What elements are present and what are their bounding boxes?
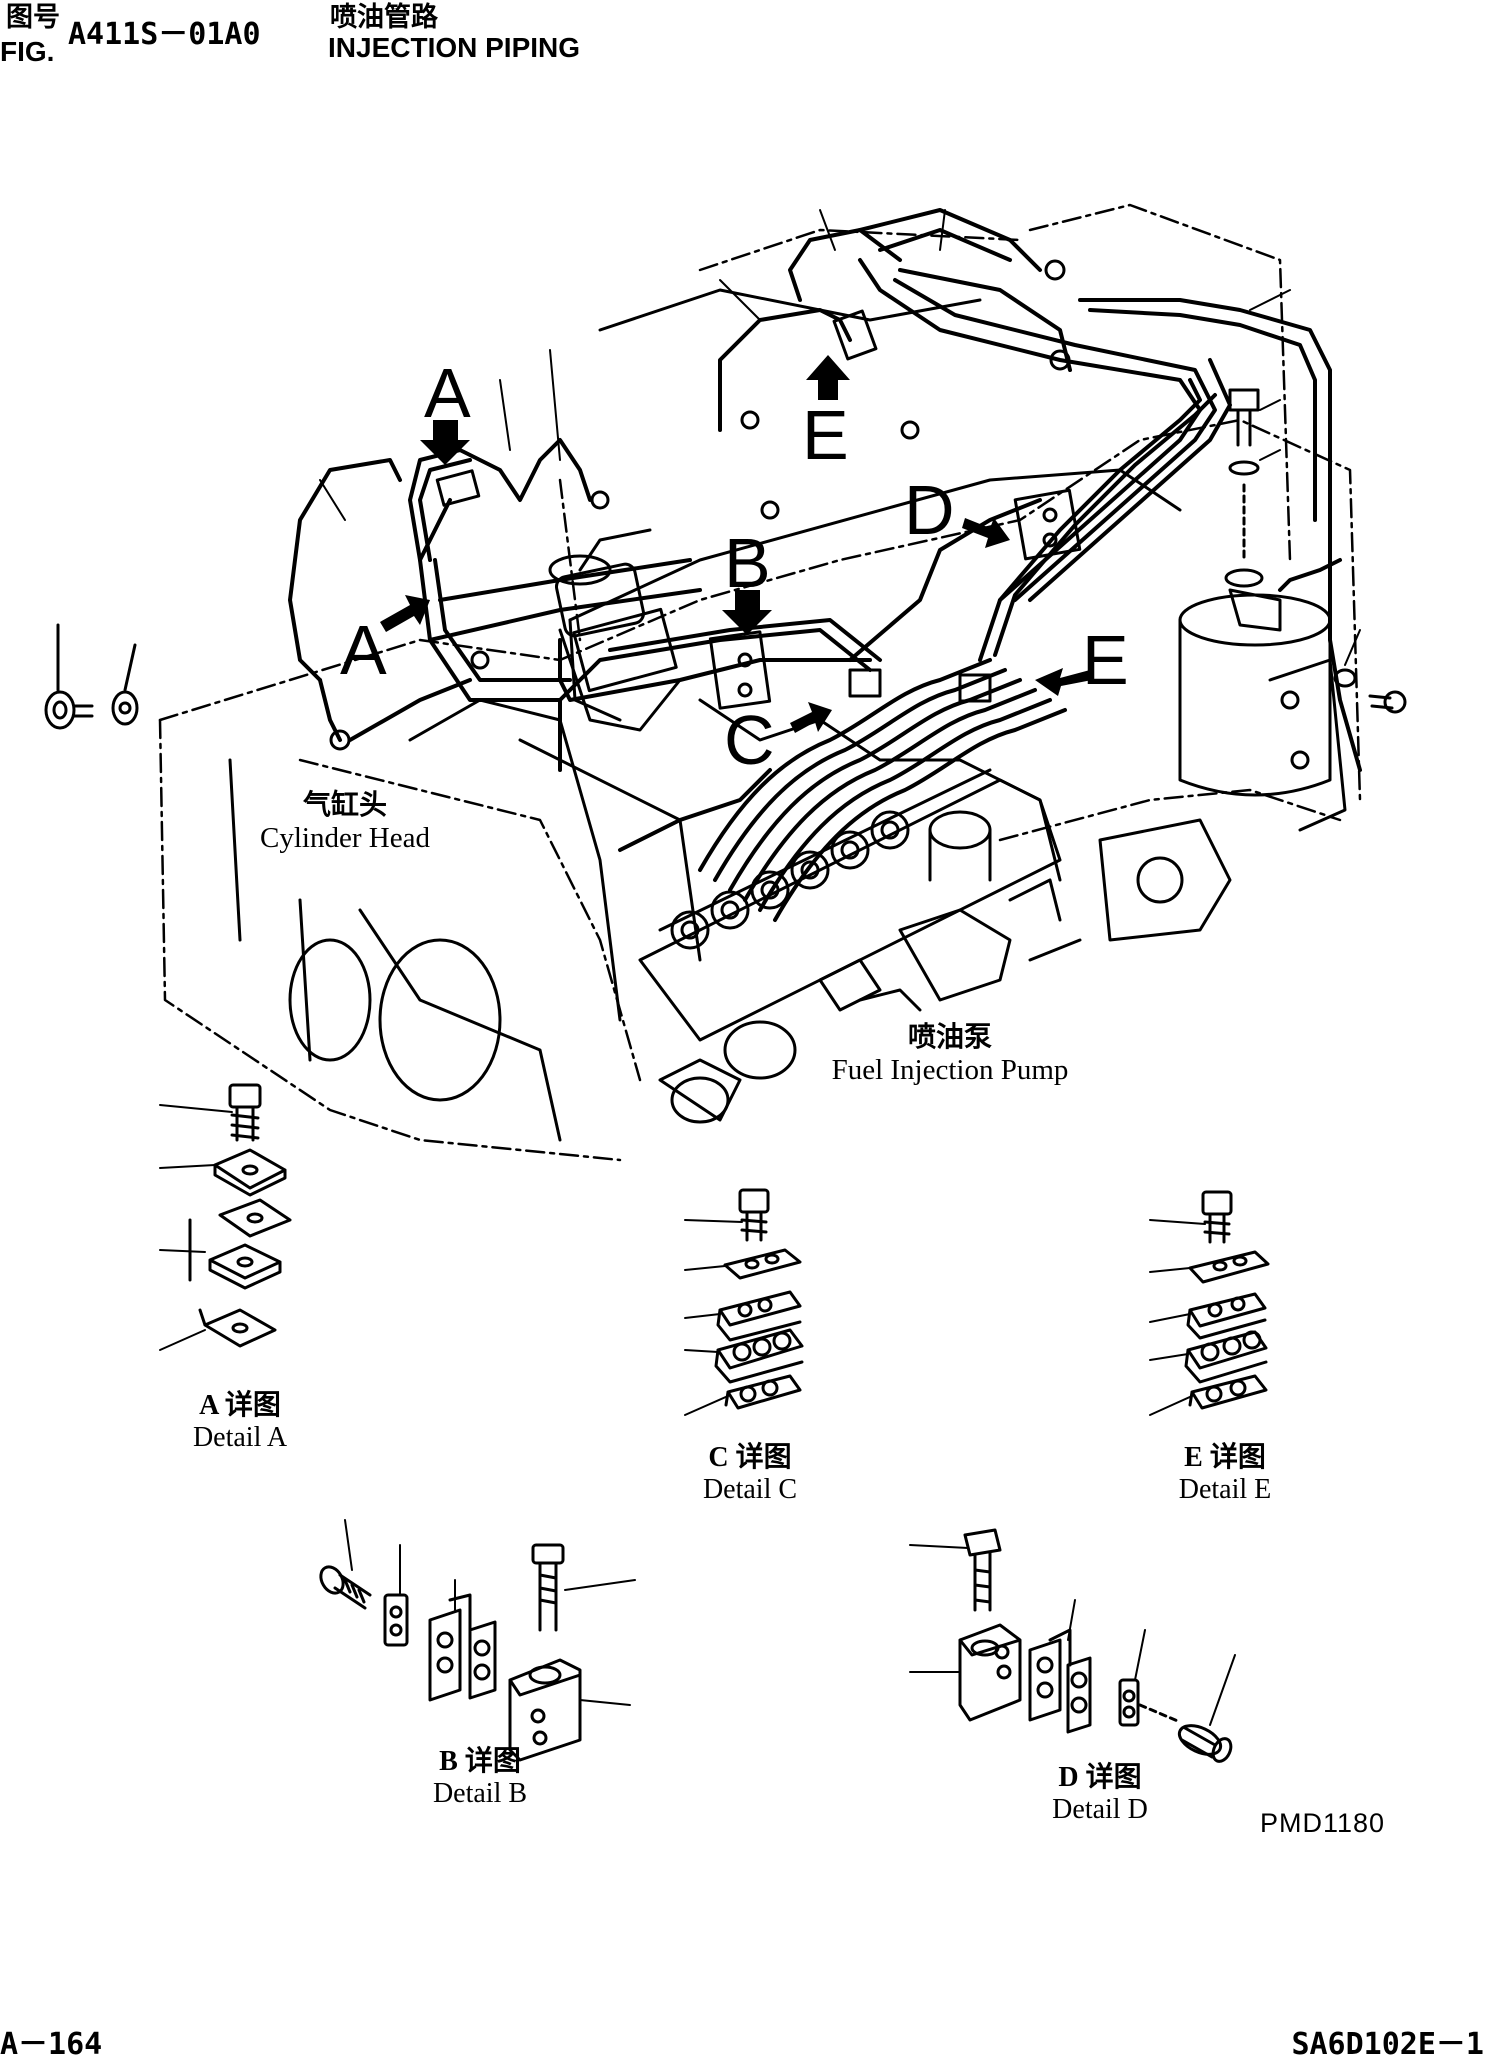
detail-c-label-en: Detail C [702, 1474, 798, 1506]
main-clamps [329, 259, 1082, 751]
detail-e-label-en: Detail E [1178, 1474, 1272, 1506]
arrow-e-top [806, 355, 850, 400]
engine-body [228, 607, 1347, 1142]
title-en: INJECTION PIPING [328, 32, 581, 63]
arrow-a-top [420, 420, 470, 465]
arrow-a-left [380, 595, 430, 632]
callout-b: B [724, 524, 771, 602]
detail-b-label-en: Detail B [432, 1778, 528, 1810]
detail-c-label-cn: C 详图 [708, 1442, 792, 1473]
callout-arrows [380, 355, 1092, 733]
fig-label-cn: 图号 [6, 2, 60, 32]
detail-d-drawing [909, 1528, 1236, 1763]
cylinder-head-label-en: Cylinder Head [260, 822, 430, 855]
drawing-reference: PMD1180 [1260, 1808, 1386, 1838]
callout-a-left: A [340, 611, 387, 689]
detail-a-label-en: Detail A [192, 1422, 288, 1454]
detail-e-label-cn: E 详图 [1184, 1442, 1266, 1473]
title-cn: 喷油管路 [330, 2, 438, 32]
detail-b-label: B 详图 Detail B [405, 1746, 555, 1810]
leader-lines [319, 209, 1361, 666]
fig-code: A411S－01A0 [68, 17, 261, 52]
right-bolts [1224, 388, 1407, 714]
filter-canister [1178, 588, 1332, 797]
detail-a-label: A 详图 Detail A [165, 1390, 315, 1454]
page-number: A－164 [0, 2027, 103, 2062]
fuel-pump-label: 喷油泵 Fuel Injection Pump [800, 1022, 1100, 1088]
callout-c: C [724, 701, 775, 779]
detail-b-drawing [319, 1519, 636, 1762]
fuel-pump-label-cn: 喷油泵 [907, 1022, 992, 1053]
detail-b-label-cn: B 详图 [439, 1746, 521, 1777]
detail-c-label: C 详图 Detail C [675, 1442, 825, 1506]
detail-d-label-en: Detail D [1052, 1794, 1148, 1826]
arrow-e-right [1035, 668, 1092, 696]
detail-e-label: E 详图 Detail E [1150, 1442, 1300, 1506]
injection-pipes [288, 208, 1362, 922]
detail-d-label-cn: D 详图 [1058, 1762, 1142, 1793]
model-code: SA6D102E－1 [1291, 2027, 1484, 2062]
callout-e-top: E [802, 396, 849, 474]
cylinder-head-label-cn: 气缸头 [302, 790, 387, 821]
left-bolts [44, 623, 139, 730]
detail-a-drawing [159, 1083, 292, 1351]
detail-c-drawing [684, 1188, 804, 1416]
arrow-c [790, 702, 832, 733]
detail-a-label-cn: A 详图 [199, 1390, 281, 1421]
fuel-injection-pump [638, 768, 1082, 1124]
arrow-b [722, 590, 772, 635]
callout-e-right: E [1082, 621, 1129, 699]
detail-e-drawing [1149, 1190, 1270, 1416]
callout-d: D [904, 471, 955, 549]
fig-label-en: FIG. [0, 36, 55, 67]
fuel-pump-label-en: Fuel Injection Pump [831, 1054, 1069, 1087]
engine-block-outline [158, 203, 1362, 1162]
detail-d-label: D 详图 Detail D [1025, 1762, 1175, 1826]
callout-a-top: A [424, 354, 471, 432]
cylinder-head-label: 气缸头 Cylinder Head [240, 790, 450, 856]
arrow-d [962, 518, 1010, 548]
